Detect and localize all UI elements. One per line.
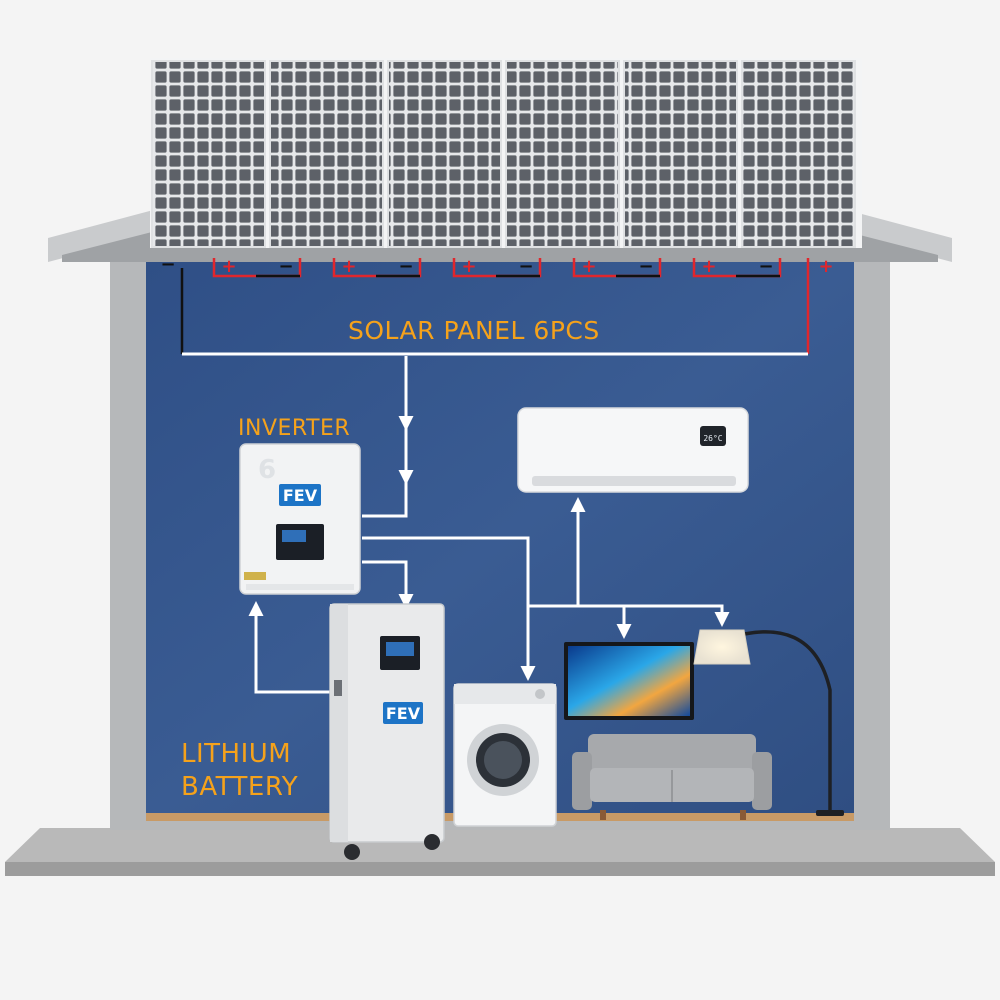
terminal-plus: + (461, 256, 476, 277)
terminal-minus: − (638, 256, 653, 277)
inverter-to-battery-wire (362, 560, 414, 609)
battery-wheel (344, 844, 360, 860)
battery-label-line-2: BATTERY (181, 772, 299, 802)
power-flow-wires (182, 352, 808, 694)
inverter-unit: 6 FEV (239, 443, 361, 595)
inverter-digit: 6 (258, 455, 276, 485)
inverter-to-washer-wire (362, 536, 536, 681)
inverter-warning-label (244, 572, 266, 580)
terminal-minus: − (758, 256, 773, 277)
sofa (572, 734, 772, 820)
panel-wiring (180, 258, 810, 354)
terminal-plus: + (818, 256, 833, 277)
inverter-brand-badge (279, 484, 321, 506)
tv-screen (568, 646, 690, 716)
solar-panel (505, 60, 620, 248)
lithium-battery-label: LITHIUM BATTERY (181, 738, 298, 804)
inverter-brand: FEV (283, 486, 318, 505)
foundation-slab (5, 828, 995, 876)
solar-panel (623, 60, 738, 248)
solar-panel-label: SOLAR PANEL 6PCS (348, 316, 600, 345)
solar-panel (387, 60, 502, 248)
terminal-minus: − (398, 256, 413, 277)
terminal-signs: − + − + − + − + − + − + (160, 254, 833, 277)
lithium-battery-unit: FEV (329, 603, 445, 860)
load-bus-wire (528, 604, 730, 627)
terminal-minus: − (278, 256, 293, 277)
solar-panel (151, 60, 266, 248)
ac-temperature-readout: 26°C (703, 434, 722, 443)
terminal-plus: + (341, 256, 356, 277)
terminal-plus: + (221, 256, 236, 277)
battery-to-inverter-wire (248, 601, 332, 694)
ac-display (700, 426, 726, 446)
solar-panel (269, 60, 384, 248)
battery-brand-badge (383, 702, 423, 724)
terminal-minus: − (518, 256, 533, 277)
air-conditioner: 26°C (517, 407, 749, 493)
battery-label-line-1: LITHIUM (181, 739, 292, 769)
inverter-label: INVERTER (238, 416, 351, 441)
terminal-minus: − (160, 254, 175, 275)
solar-panel-array (150, 58, 862, 248)
battery-wheel (424, 834, 440, 850)
floor-lamp (693, 629, 844, 816)
lamp-shade (693, 629, 751, 665)
battery-brand: FEV (386, 704, 421, 723)
washing-machine (453, 683, 557, 827)
solar-panel (741, 60, 856, 248)
terminal-plus: + (581, 256, 596, 277)
terminal-plus: + (701, 256, 716, 277)
television (564, 642, 694, 720)
